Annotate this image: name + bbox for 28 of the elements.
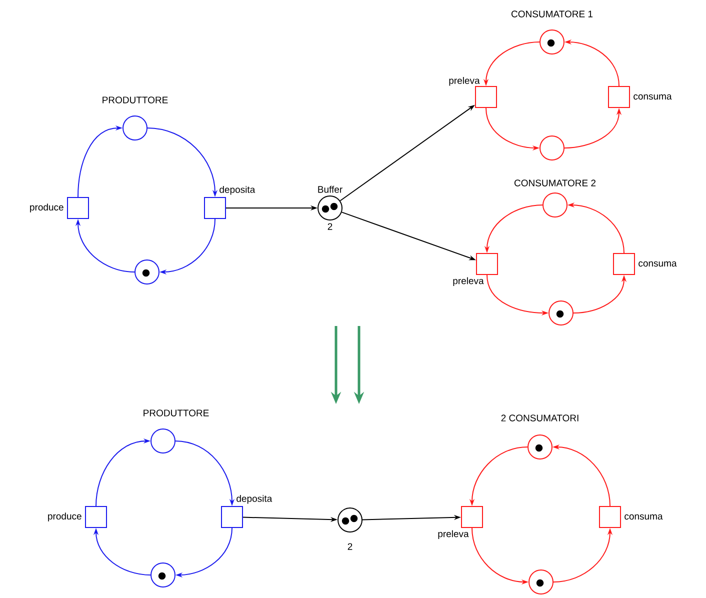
group-title: PRODUTTORE xyxy=(144,410,209,416)
group-title: CONSUMATORE 1 xyxy=(512,10,593,18)
group-title: 2 CONSUMATORI xyxy=(501,414,578,422)
place-circle xyxy=(528,434,552,460)
node-label: preleva xyxy=(453,277,484,286)
node-label: preleva xyxy=(449,76,480,86)
place-circle xyxy=(150,428,176,454)
group-title: PRODUTTORE xyxy=(102,96,168,104)
weight-label: 2 xyxy=(348,543,352,550)
node-label: consuma xyxy=(624,514,663,520)
node-label: preleva xyxy=(438,530,469,540)
node-label: Buffer xyxy=(318,186,342,193)
place-circle xyxy=(150,562,176,588)
place-circle xyxy=(122,116,148,140)
place-circle xyxy=(528,570,554,594)
place-circle xyxy=(134,260,160,284)
node-label: deposita xyxy=(220,186,256,195)
place-circle xyxy=(540,136,564,160)
node-label: produce xyxy=(30,204,64,212)
node-label: consuma xyxy=(638,261,677,267)
weight-label: 2 xyxy=(328,223,332,230)
place-circle xyxy=(540,30,564,54)
node-label: produce xyxy=(48,512,82,522)
node-label: consuma xyxy=(634,94,672,100)
node-label: deposita xyxy=(236,494,272,504)
group-title: CONSUMATORE 2 xyxy=(514,180,596,186)
place-circle xyxy=(542,192,568,218)
place-circle xyxy=(548,300,574,326)
